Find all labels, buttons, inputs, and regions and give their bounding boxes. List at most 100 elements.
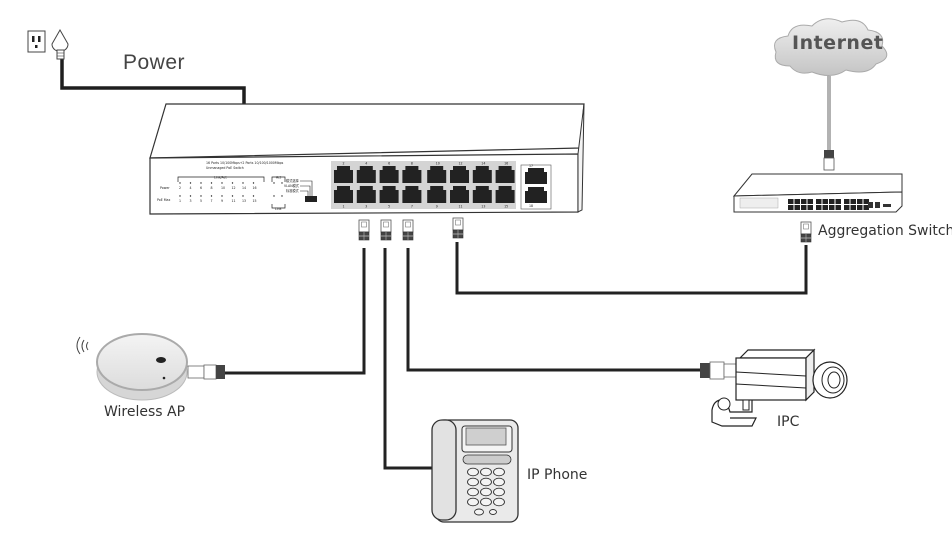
rj45-plug-icon (452, 217, 464, 239)
ipc-label: IPC (777, 414, 800, 430)
svg-text:Power: Power (160, 186, 170, 190)
led-indicator (231, 182, 234, 184)
led-indicator (210, 182, 213, 184)
agg-port (829, 199, 835, 204)
agg-port (835, 205, 841, 210)
agg-port (822, 199, 828, 204)
led-indicator (273, 195, 275, 197)
agg-port (844, 205, 850, 210)
led-label: 6 (200, 186, 202, 190)
power-outlet-icon (27, 30, 46, 53)
keypad-button (493, 467, 505, 477)
wifi-signal-icon (76, 336, 89, 355)
ip-phone-cable (383, 248, 432, 470)
port-number: 2 (343, 162, 345, 166)
led-label: 2 (179, 186, 181, 190)
svg-text:模式选择: 模式选择 (286, 178, 300, 183)
poe-port: 9 (427, 186, 447, 209)
poe-port: 13 (472, 186, 492, 209)
led-label: 8 (211, 186, 213, 190)
keypad-button (467, 487, 479, 497)
internet-label: Internet (792, 32, 884, 54)
led-indicator (179, 195, 181, 197)
rj45-plug-icon (700, 361, 737, 380)
keypad-button (480, 477, 492, 487)
poe-port: 1 (334, 186, 353, 209)
rj45-plug-icon (402, 219, 414, 241)
led-label: 3 (190, 199, 192, 203)
port-number: 7 (411, 205, 413, 209)
agg-port (794, 199, 800, 204)
led-label: 11 (232, 199, 236, 203)
internet-cloud-icon (774, 18, 888, 76)
led-indicator (252, 182, 255, 184)
agg-port (801, 205, 807, 210)
aggregation-switch-label: Aggregation Switch (818, 223, 952, 239)
led-indicator (281, 182, 283, 184)
led-indicator (200, 195, 202, 197)
port-number: 10 (436, 162, 440, 166)
poe-port: 4 (356, 162, 376, 183)
led-label: 12 (232, 186, 236, 190)
agg-port (857, 199, 863, 204)
power-plug-icon (51, 28, 69, 60)
keypad-button (493, 497, 505, 507)
port-number: 3 (365, 205, 367, 209)
switch-model-line1: 16 Ports 10/100Mbps+2 Ports 10/100/1000M… (206, 161, 284, 165)
led-indicator (221, 182, 223, 184)
keypad-button (493, 477, 505, 487)
led-indicator (231, 195, 234, 197)
uplink-port: 18 (525, 187, 547, 208)
wireless-ap-label: Wireless AP (104, 404, 186, 420)
poe-port: 12 (450, 162, 469, 183)
port-number: 14 (481, 162, 485, 166)
led-label: 14 (242, 186, 246, 190)
port-number: 6 (388, 162, 390, 166)
rj45-plug-icon (187, 364, 225, 380)
port-number: 9 (436, 205, 438, 209)
poe-port: 14 (472, 162, 492, 183)
poe-port: 16 (495, 162, 515, 183)
svg-text:PoE Max: PoE Max (157, 198, 170, 202)
keypad-button (480, 497, 492, 507)
led-indicator (179, 182, 181, 184)
agg-port (794, 205, 800, 210)
led-label: 1 (179, 199, 181, 203)
agg-port (801, 199, 807, 204)
wireless-ap-cable (224, 248, 366, 375)
agg-port (844, 199, 850, 204)
power-cable (60, 58, 246, 104)
agg-port (816, 199, 822, 204)
agg-port (807, 199, 813, 204)
poe-port: 15 (495, 186, 515, 209)
led-indicator (242, 195, 244, 197)
poe-port: 5 (379, 186, 399, 209)
ipc-camera-device (700, 348, 848, 427)
led-label: 5 (200, 199, 202, 203)
keypad-button (489, 509, 497, 515)
aggregation-cable (455, 242, 808, 295)
port-number: 12 (459, 162, 463, 166)
port-number: 5 (388, 205, 390, 209)
keypad-button (467, 477, 479, 487)
keypad-button (467, 497, 479, 507)
poe-port: 8 (402, 162, 422, 183)
rj45-plug-icon (380, 219, 392, 241)
poe-port: 2 (334, 162, 353, 183)
led-label: 13 (242, 199, 246, 203)
agg-port (863, 205, 869, 210)
keypad-button (480, 487, 492, 497)
led-label: 4 (190, 186, 192, 190)
agg-port (857, 205, 863, 210)
rj45-plug-icon (800, 221, 812, 243)
led-indicator (200, 182, 202, 184)
keypad-button (480, 467, 492, 477)
ip-phone-device (431, 419, 519, 523)
agg-port (850, 199, 856, 204)
keypad-button (474, 508, 484, 516)
wireless-ap-device (96, 333, 188, 401)
keypad-button (493, 487, 505, 497)
led-label: 9 (221, 199, 223, 203)
rj45-plug-icon (358, 219, 370, 241)
